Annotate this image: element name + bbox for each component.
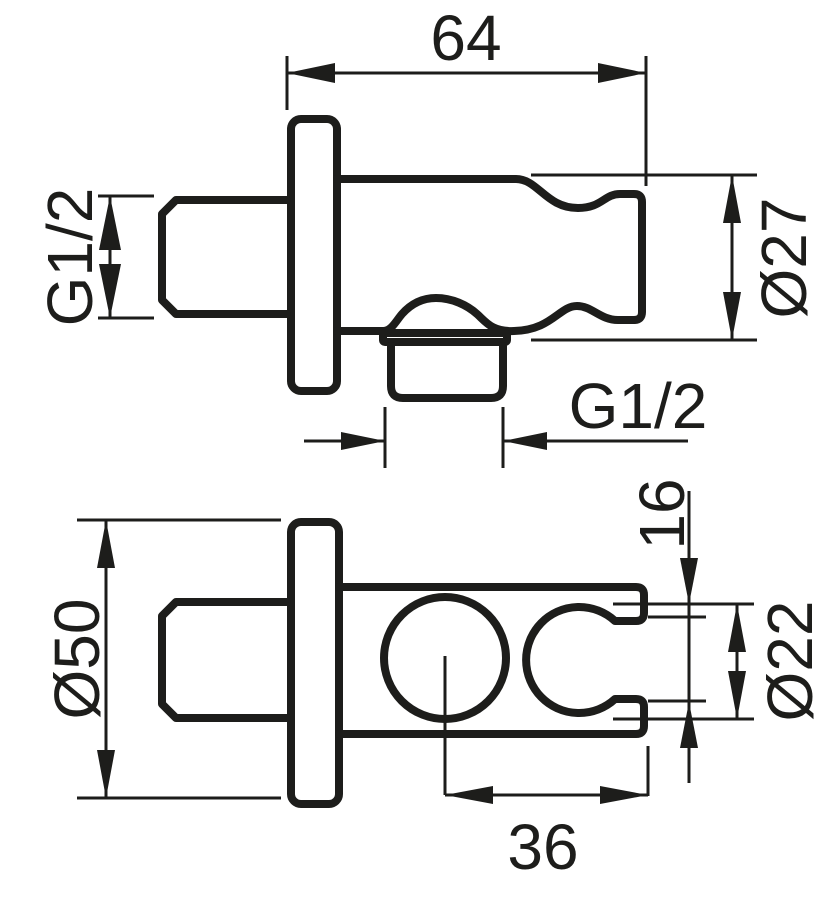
- arrowhead: [598, 63, 646, 83]
- dim-label-clip-diameter: Ø22: [754, 601, 826, 722]
- dim-label-outlet-thread: G1/2: [569, 370, 708, 442]
- dimension-width-64: 64: [285, 2, 648, 186]
- arrowhead: [287, 63, 335, 83]
- dimension-holder-diameter: Ø27: [531, 173, 820, 342]
- arrowhead: [600, 786, 648, 804]
- arrowhead: [680, 702, 698, 748]
- dimension-clip-opening: 16: [613, 478, 754, 783]
- arrowhead: [728, 604, 746, 652]
- dim-label-plate-diameter: Ø50: [41, 599, 113, 720]
- arrowhead: [503, 432, 547, 450]
- outlet-nut: [387, 342, 507, 402]
- dimension-plate-diameter: Ø50: [41, 518, 281, 800]
- dimension-outlet-thread: G1/2: [304, 370, 707, 468]
- arrowhead: [99, 264, 121, 318]
- inlet-pipe-front: [158, 598, 291, 722]
- dim-label-inlet-thread: G1/2: [34, 188, 106, 327]
- dimension-inlet-thread: G1/2: [34, 188, 154, 327]
- arrowhead: [341, 432, 385, 450]
- wall-plate-side: [287, 115, 341, 395]
- arrowhead: [445, 786, 493, 804]
- side-view: 64 G1/2 Ø27: [34, 2, 820, 468]
- wall-plate-front: [287, 518, 343, 808]
- arrowhead: [97, 520, 115, 568]
- arrowhead: [97, 750, 115, 798]
- dim-label-holder-diameter: Ø27: [748, 198, 820, 319]
- dimension-outlet-offset: 36: [445, 746, 650, 883]
- arrowhead: [680, 558, 698, 604]
- dim-label-clip-opening: 16: [626, 478, 698, 549]
- arrowhead: [728, 671, 746, 719]
- inlet-pipe-side: [158, 196, 291, 318]
- arrowhead: [99, 196, 121, 250]
- front-view: Ø50 16 Ø22: [41, 478, 826, 883]
- outlet-flange: [379, 329, 511, 346]
- arrowhead: [723, 292, 741, 340]
- dim-label-width: 64: [430, 2, 501, 74]
- dimension-clip-diameter: Ø22: [728, 601, 826, 722]
- dim-label-outlet-offset: 36: [507, 811, 578, 883]
- arrowhead: [723, 175, 741, 223]
- holder-body-front: [335, 583, 648, 738]
- holder-body-side: [333, 175, 646, 336]
